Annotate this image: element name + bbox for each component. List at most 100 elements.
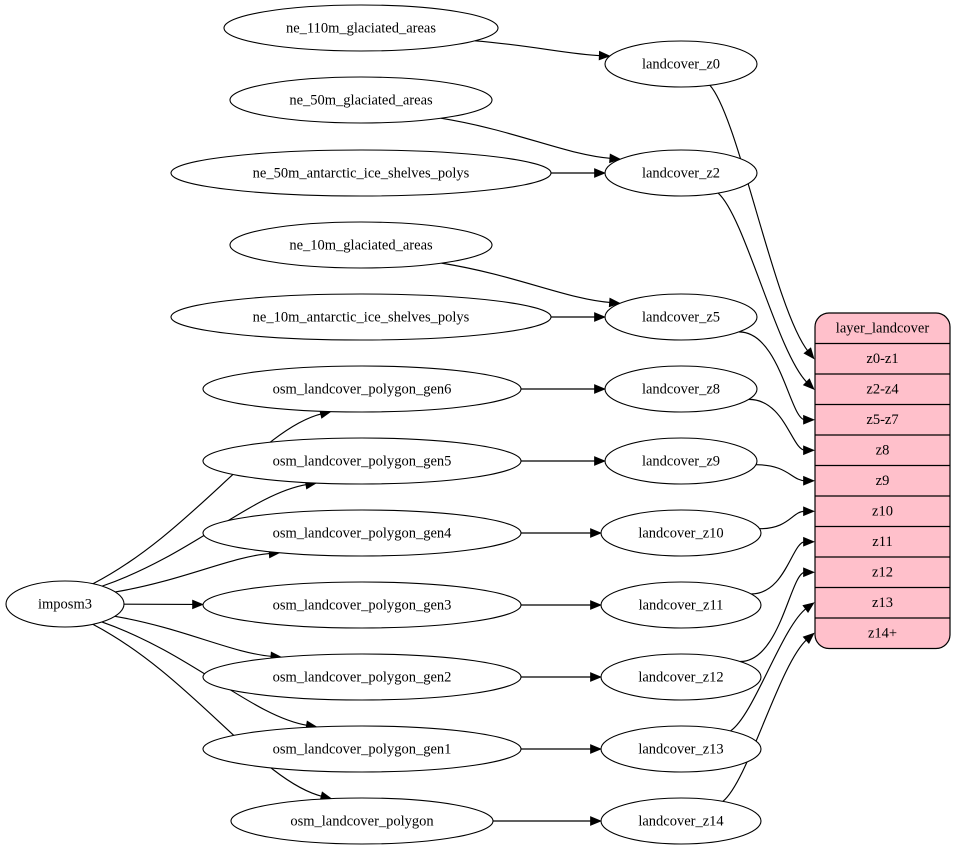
- node-label: ne_50m_antarctic_ice_shelves_polys: [253, 165, 470, 181]
- edge-line: [474, 40, 601, 57]
- layer-table-row-label: z10: [872, 504, 893, 520]
- node-label: ne_110m_glaciated_areas: [286, 20, 436, 36]
- edge-line: [740, 571, 806, 663]
- graph-node-osm_landcover_polygon[interactable]: osm_landcover_polygon: [230, 797, 494, 845]
- node-label: landcover_z0: [642, 56, 720, 72]
- edge-line: [115, 552, 271, 593]
- graph-node-landcover_z10[interactable]: landcover_z10: [600, 509, 762, 557]
- graph-node-osm_landcover_polygon_gen5[interactable]: osm_landcover_polygon_gen5: [202, 437, 522, 485]
- graph-node-osm_landcover_polygon_gen3[interactable]: osm_landcover_polygon_gen3: [202, 581, 522, 629]
- node-ellipse: [600, 725, 762, 773]
- graph-node-landcover_z11[interactable]: landcover_z11: [600, 581, 762, 629]
- node-ellipse: [229, 221, 493, 269]
- layer-table-header-label: layer_landcover: [836, 321, 930, 337]
- graph-edge-ne_50m_glaciated_areas--to--landcover_z2: [440, 117, 622, 164]
- graph-node-landcover_z2[interactable]: landcover_z2: [604, 149, 758, 197]
- edge-arrowhead: [803, 347, 815, 360]
- edge-line: [114, 615, 273, 658]
- node-label: landcover_z12: [638, 669, 723, 685]
- edge-arrowhead: [803, 506, 815, 517]
- edge-line: [709, 84, 809, 353]
- edge-arrowhead: [598, 50, 611, 61]
- node-ellipse: [202, 581, 522, 629]
- node-ellipse: [604, 149, 758, 197]
- edge-arrowhead: [192, 599, 204, 610]
- edge-arrowhead: [594, 384, 606, 394]
- graph-node-ne_10m_antarctic_ice_shelves_polys[interactable]: ne_10m_antarctic_ice_shelves_polys: [170, 293, 552, 341]
- node-label: landcover_z14: [638, 813, 724, 829]
- layer-table-row-label: z9: [876, 473, 890, 489]
- graph-edge-landcover_z12--to--layer_landcover:z12: [740, 567, 815, 663]
- edge-line: [748, 398, 806, 451]
- edge-line: [738, 331, 806, 421]
- graph-node-osm_landcover_polygon_gen1[interactable]: osm_landcover_polygon_gen1: [202, 725, 522, 773]
- graph-node-imposm3[interactable]: imposm3: [5, 580, 125, 628]
- graph-edge-osm_landcover_polygon_gen6--to--landcover_z8: [521, 384, 606, 394]
- graph-edge-landcover_z13--to--layer_landcover:z13: [730, 602, 815, 732]
- graph-node-landcover_z14[interactable]: landcover_z14: [600, 797, 762, 845]
- edge-arrowhead: [609, 153, 622, 164]
- graph-edge-landcover_z10--to--layer_landcover:z10: [759, 506, 815, 530]
- node-label: landcover_z10: [638, 525, 723, 541]
- node-label: osm_landcover_polygon_gen6: [273, 381, 452, 397]
- node-ellipse: [600, 653, 762, 701]
- graph-edge-osm_landcover_polygon_gen2--to--landcover_z12: [521, 672, 602, 682]
- node-label: osm_landcover_polygon_gen2: [273, 669, 452, 685]
- graph-edge-imposm3--to--osm_landcover_polygon_gen3: [123, 599, 204, 610]
- graph-node-osm_landcover_polygon_gen6[interactable]: osm_landcover_polygon_gen6: [202, 365, 522, 413]
- node-label: osm_landcover_polygon: [290, 813, 434, 829]
- graph-edge-ne_110m_glaciated_areas--to--landcover_z0: [474, 40, 611, 61]
- edge-arrowhead: [803, 567, 815, 578]
- edge-arrowhead: [594, 168, 606, 178]
- graph-edge-landcover_z11--to--layer_landcover:z11: [751, 536, 815, 595]
- edge-line: [759, 510, 806, 530]
- graph-edge-osm_landcover_polygon_gen5--to--landcover_z9: [521, 456, 606, 466]
- graph-node-ne_50m_glaciated_areas[interactable]: ne_50m_glaciated_areas: [229, 76, 493, 124]
- edge-line: [717, 192, 808, 384]
- graph-edge-osm_landcover_polygon_gen1--to--landcover_z13: [520, 744, 602, 754]
- graph-node-landcover_z12[interactable]: landcover_z12: [600, 653, 762, 701]
- node-ellipse: [230, 797, 494, 845]
- node-ellipse: [202, 509, 522, 557]
- edge-arrowhead: [802, 602, 815, 614]
- layer-table-row-label: z2-z4: [866, 382, 899, 398]
- node-label: osm_landcover_polygon_gen5: [273, 453, 452, 469]
- layer-table-row-label: z14+: [868, 626, 897, 642]
- edge-line: [722, 638, 808, 802]
- graph-edge-osm_landcover_polygon_gen3--to--landcover_z11: [521, 600, 602, 610]
- node-label: landcover_z8: [642, 381, 720, 397]
- node-label: osm_landcover_polygon_gen3: [273, 597, 452, 613]
- edge-arrowhead: [803, 475, 815, 486]
- edge-line: [756, 464, 806, 482]
- node-label: landcover_z13: [638, 741, 723, 757]
- edge-line: [440, 117, 612, 160]
- node-label: osm_landcover_polygon_gen1: [273, 741, 452, 757]
- graph-node-ne_10m_glaciated_areas[interactable]: ne_10m_glaciated_areas: [229, 221, 493, 269]
- graph-node-landcover_z9[interactable]: landcover_z9: [604, 437, 758, 485]
- graph-node-osm_landcover_polygon_gen2[interactable]: osm_landcover_polygon_gen2: [202, 653, 522, 701]
- graph-node-landcover_z8[interactable]: landcover_z8: [604, 365, 758, 413]
- layer-table-row-label: z13: [872, 595, 893, 611]
- graph-edge-landcover_z9--to--layer_landcover:z9: [756, 464, 815, 486]
- node-label: ne_50m_glaciated_areas: [289, 92, 433, 108]
- graph-node-landcover_z13[interactable]: landcover_z13: [600, 725, 762, 773]
- graph-node-ne_110m_glaciated_areas[interactable]: ne_110m_glaciated_areas: [223, 4, 499, 52]
- node-label: landcover_z2: [642, 165, 720, 181]
- graph-node-landcover_z0[interactable]: landcover_z0: [604, 40, 758, 88]
- graph-edge-osm_landcover_polygon--to--landcover_z14: [493, 816, 602, 826]
- graph-node-landcover_z5[interactable]: landcover_z5: [604, 293, 758, 341]
- edge-line: [92, 413, 323, 585]
- node-ellipse: [604, 293, 758, 341]
- edge-arrowhead: [590, 744, 602, 754]
- edge-arrowhead: [594, 312, 606, 322]
- node-label: ne_10m_glaciated_areas: [289, 237, 433, 253]
- node-label: ne_10m_antarctic_ice_shelves_polys: [253, 309, 470, 325]
- graph-node-osm_landcover_polygon_gen4[interactable]: osm_landcover_polygon_gen4: [202, 509, 522, 557]
- graph-node-ne_50m_antarctic_ice_shelves_polys[interactable]: ne_50m_antarctic_ice_shelves_polys: [170, 149, 552, 197]
- node-ellipse: [600, 509, 762, 557]
- edge-arrowhead: [803, 536, 815, 547]
- edge-arrowhead: [608, 297, 621, 308]
- edge-arrowhead: [590, 528, 602, 538]
